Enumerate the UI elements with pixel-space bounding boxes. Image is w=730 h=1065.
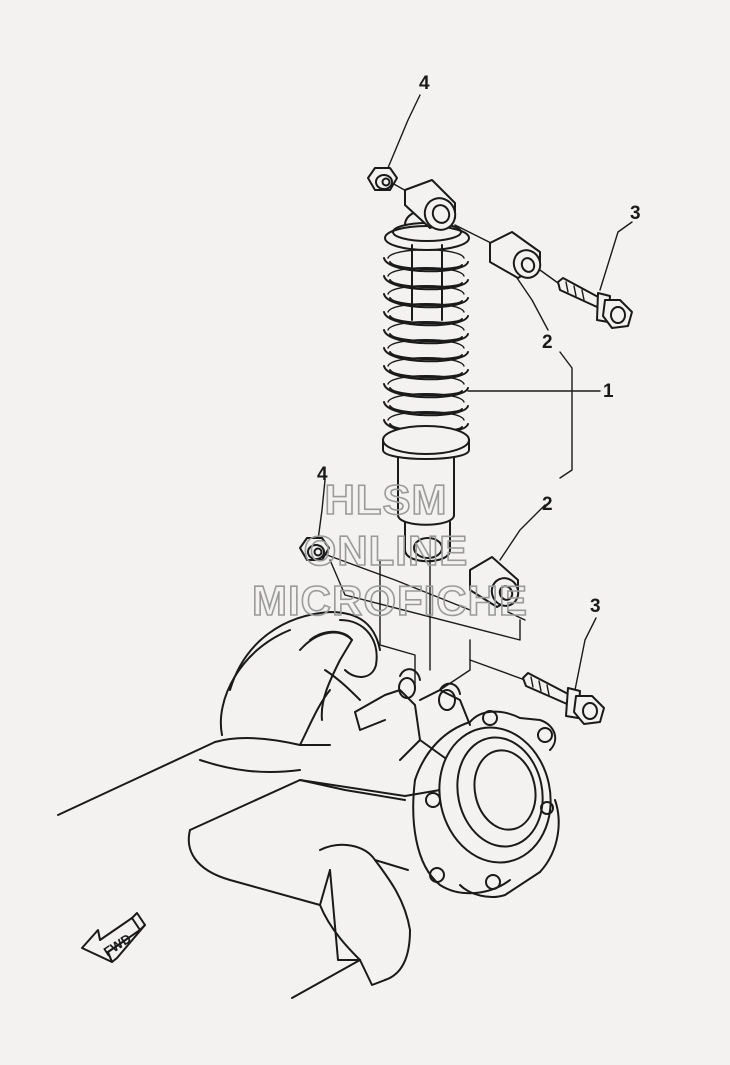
bottom-nut xyxy=(299,537,330,561)
spring-coil-inner xyxy=(389,315,463,325)
top-bushing xyxy=(489,231,542,279)
callout-labels: 4 3 2 1 4 2 3 xyxy=(317,73,641,617)
spring-coil-back xyxy=(387,249,465,259)
spring-coil-front xyxy=(383,365,469,381)
fwd-arrow-icon: FWD xyxy=(81,912,146,963)
callout-2-bottom: 2 xyxy=(542,494,553,515)
callout-3-top: 3 xyxy=(630,203,641,224)
spring-coil-front xyxy=(383,329,469,345)
spring-coil-front xyxy=(383,293,469,309)
spring-coil-inner xyxy=(389,387,463,397)
callout-4-top: 4 xyxy=(419,73,430,94)
spring-coil-back xyxy=(387,267,465,277)
watermark-line-1: HLSM xyxy=(325,476,448,523)
watermark-line-2: ONLINE xyxy=(304,527,469,574)
spring-coil-back xyxy=(387,285,465,295)
coil-spring xyxy=(383,249,469,435)
spring-coil-back xyxy=(387,303,465,313)
assembly-leader-lines xyxy=(317,94,633,691)
wheel-hub xyxy=(412,710,560,898)
spring-coil-front xyxy=(383,347,469,363)
spring-coil-inner xyxy=(389,333,463,343)
spring-coil-back xyxy=(387,411,465,421)
spring-coil-inner xyxy=(389,261,463,271)
spring-coil-front xyxy=(383,401,469,417)
spring-coil-inner xyxy=(389,351,463,361)
spring-coil-inner xyxy=(389,369,463,379)
spring-coil-back xyxy=(387,321,465,331)
bottom-bolt xyxy=(522,672,605,725)
callout-2-top: 2 xyxy=(542,332,553,353)
spring-coil-inner xyxy=(389,279,463,289)
spring-coil-back xyxy=(387,393,465,403)
watermark: HLSM ONLINE MICROFICHE xyxy=(251,475,528,625)
callout-1: 1 xyxy=(603,381,614,402)
top-collar xyxy=(404,179,457,231)
spring-coil-front xyxy=(383,257,469,273)
callout-4-bottom: 4 xyxy=(317,464,328,485)
shock-absorber xyxy=(382,209,470,563)
callout-3-bottom: 3 xyxy=(590,596,601,617)
watermark-line-3: MICROFICHE xyxy=(252,577,528,624)
spring-coil-inner xyxy=(389,297,463,307)
spring-coil-front xyxy=(383,311,469,327)
spring-coil-front xyxy=(383,383,469,399)
spring-coil-front xyxy=(383,275,469,291)
spring-coil-back xyxy=(387,339,465,349)
spring-coil-back xyxy=(387,357,465,367)
bottom-bushing xyxy=(469,556,520,608)
top-nut xyxy=(367,167,398,191)
spring-coil-inner xyxy=(389,405,463,415)
top-bolt xyxy=(557,277,633,329)
spring-coil-back xyxy=(387,375,465,385)
